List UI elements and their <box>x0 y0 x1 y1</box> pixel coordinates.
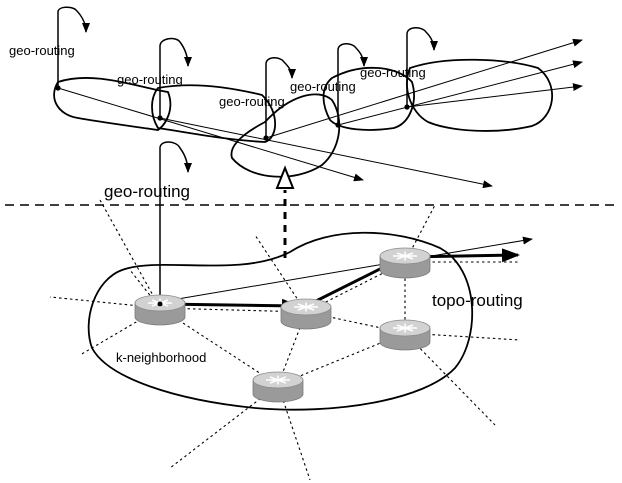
router-icon <box>379 247 431 279</box>
self-loop-arrow-icon <box>337 43 368 125</box>
uplink-arrowhead <box>275 165 295 189</box>
geo-regions <box>53 58 553 178</box>
geo-routing-main-label: geo-routing <box>104 182 190 201</box>
router-icon <box>252 371 304 403</box>
self-loop-arrow-icon <box>159 141 192 300</box>
geo-arrows <box>57 38 583 189</box>
labels: geo-routing geo-routing geo-routing geo-… <box>9 43 523 365</box>
geo-routing-label-4: geo-routing <box>290 79 356 94</box>
self-loop-arrow-icon <box>57 6 90 88</box>
geo-routing-label-1: geo-routing <box>9 43 75 58</box>
geo-routing-label-3: geo-routing <box>219 94 285 109</box>
geo-region-5 <box>406 58 553 132</box>
self-loop-arrow-icon <box>159 37 192 118</box>
geo-nodes <box>55 85 410 141</box>
geo-routing-label-2: geo-routing <box>117 72 183 87</box>
self-loop-arrow-icon <box>406 27 438 107</box>
geo-region-4 <box>322 66 415 131</box>
geo-forward-arrow <box>159 236 533 303</box>
router-icon <box>379 319 431 351</box>
router-icon <box>134 294 186 326</box>
geo-region-3 <box>230 93 341 178</box>
self-loop-arrow-icon <box>265 57 296 138</box>
geo-region-2 <box>151 84 276 143</box>
network-region <box>87 231 474 411</box>
router-icon <box>280 298 332 330</box>
routers <box>134 247 431 403</box>
topo-routing-label: topo-routing <box>432 291 523 310</box>
source-node <box>157 301 163 307</box>
geo-routing-label-5: geo-routing <box>360 65 426 80</box>
geo-region-1 <box>53 77 172 131</box>
self-loop-arrows <box>57 6 438 300</box>
k-neighborhood-label: k-neighborhood <box>116 350 206 365</box>
